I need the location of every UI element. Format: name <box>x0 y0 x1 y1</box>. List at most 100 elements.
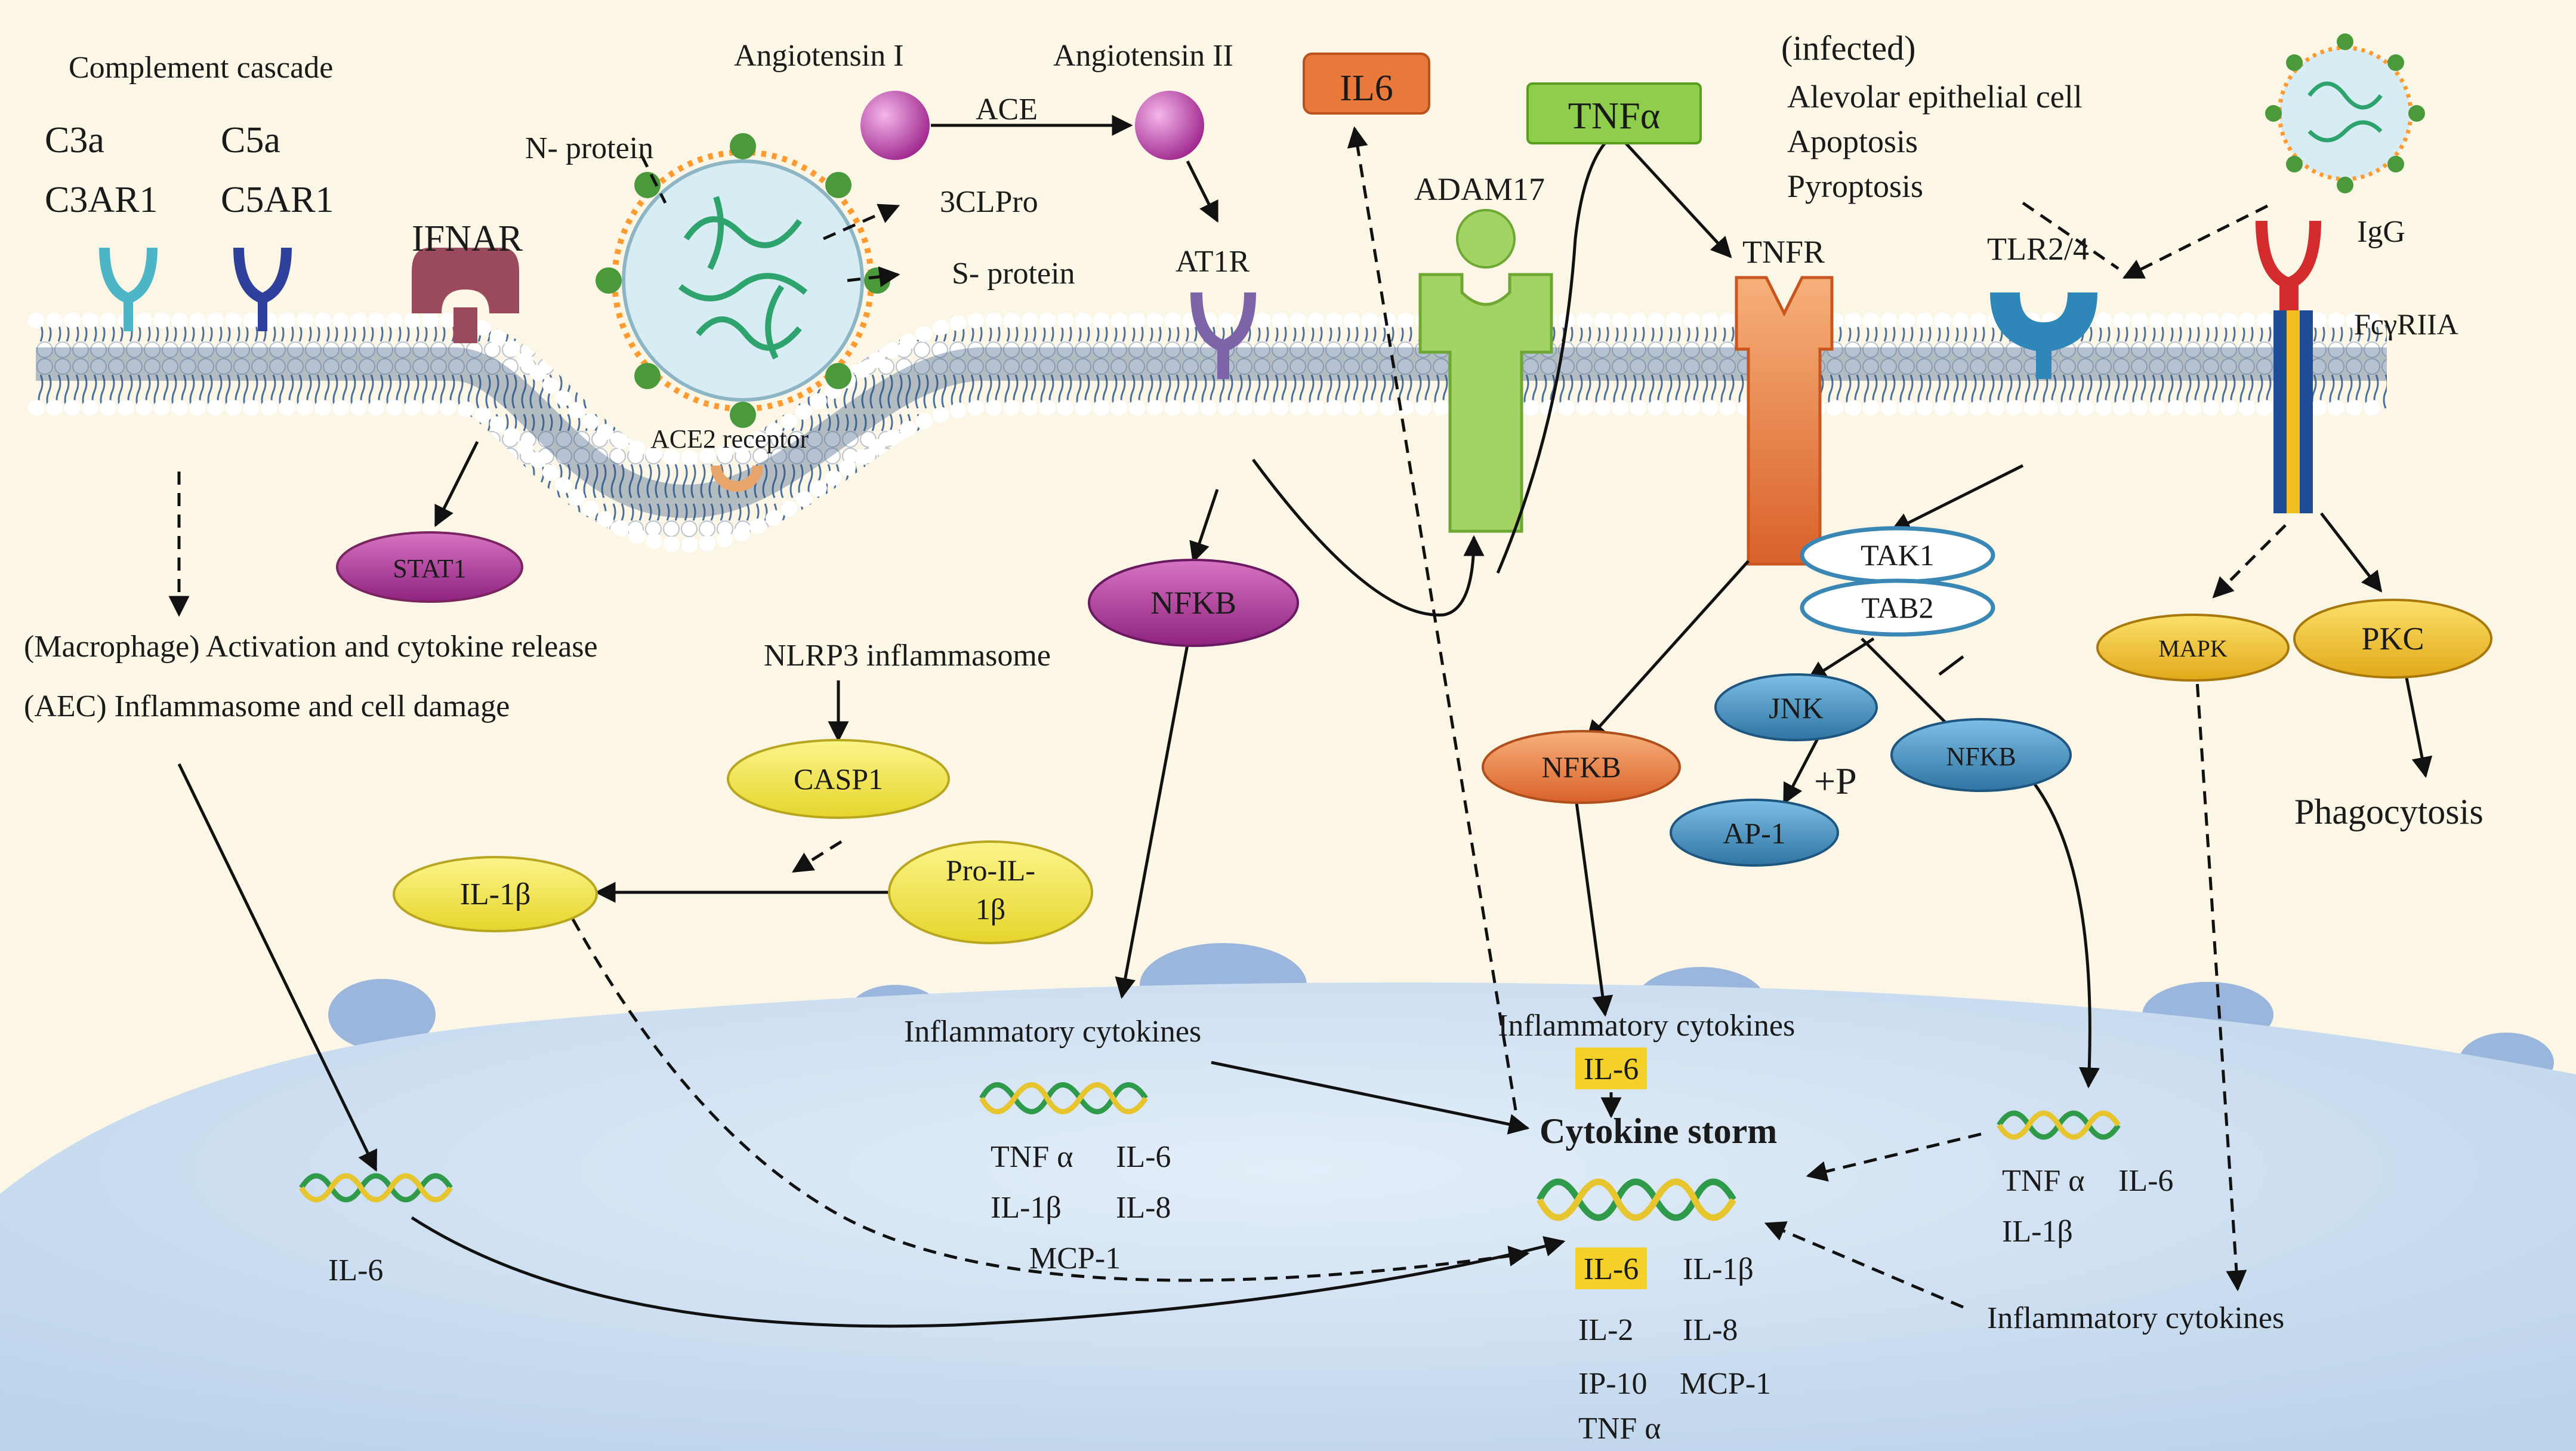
aec-inflammasome-label: (AEC) Inflammasome and cell damage <box>24 689 510 723</box>
svg-text:MAPK: MAPK <box>2158 635 2228 662</box>
storm-il8-label: IL-8 <box>1683 1313 1738 1347</box>
svg-text:PKC: PKC <box>2361 621 2424 657</box>
storm-il6-highlight <box>1575 1247 1647 1289</box>
macrophage-activation-label: (Macrophage) Activation and cytokine rel… <box>24 630 598 664</box>
svg-text:1β: 1β <box>976 892 1005 926</box>
complement-cascade-label: Complement cascade <box>69 51 333 85</box>
tab2-node: TAB2 <box>1800 578 1995 637</box>
tnfa-box: TNFα <box>1526 82 1702 144</box>
nlrp3-label: NLRP3 inflammasome <box>764 639 1051 673</box>
svg-text:TAK1: TAK1 <box>1861 538 1935 572</box>
ace2-receptor-icon <box>711 465 763 492</box>
c3ar1-label: C3AR1 <box>45 180 158 220</box>
stat1-node: STAT1 <box>336 531 523 603</box>
adam17-label: ADAM17 <box>1414 171 1545 207</box>
svg-text:NFKB: NFKB <box>1541 750 1621 784</box>
tnfr-receptor-icon <box>1735 276 1834 566</box>
at1r-label: AT1R <box>1176 245 1250 279</box>
mid-il8-label: IL-8 <box>1116 1191 1171 1225</box>
ifnar-label: IFNAR <box>412 218 523 259</box>
igg-label: IgG <box>2357 215 2405 249</box>
mid-il6-label: IL-6 <box>1116 1140 1171 1174</box>
nfkb-blue-node: NFKB <box>1890 718 2072 792</box>
il1b-node: IL-1β <box>393 856 598 932</box>
storm-il1b-label: IL-1β <box>1683 1252 1754 1286</box>
mid-il1b-label: IL-1β <box>991 1191 1062 1225</box>
angiotensin-ii-sphere <box>1135 91 1204 160</box>
pro-il1b-node: Pro-IL- 1β <box>888 840 1093 944</box>
left-il6-label: IL-6 <box>328 1253 383 1287</box>
fcyriia-label: FcγRIIA <box>2354 307 2458 341</box>
cell-membrane <box>36 319 2387 547</box>
svg-text:TAB2: TAB2 <box>1862 591 1934 624</box>
mapk-node: MAPK <box>2096 614 2290 682</box>
at1r-receptor-icon <box>1190 292 1256 379</box>
right-il1b-label: IL-1β <box>2002 1215 2073 1249</box>
svg-text:AP-1: AP-1 <box>1723 817 1786 850</box>
nucleus <box>0 943 2576 1451</box>
dashed-arrows <box>168 126 2287 1309</box>
tlr24-receptor-icon <box>1990 292 2097 379</box>
c3a-label: C3a <box>45 120 104 161</box>
svg-text:JNK: JNK <box>1769 691 1824 725</box>
dna-center-icon <box>1537 1178 1736 1221</box>
text-labels: Complement cascade C3a C3AR1 C5a C5AR1 I… <box>24 29 2484 1446</box>
fcyriia-receptor-icon <box>2256 220 2321 513</box>
svg-text:IL-1β: IL-1β <box>460 877 531 911</box>
storm-tnfa-label: TNF α <box>1578 1412 1661 1446</box>
storm-il2-label: IL-2 <box>1578 1313 1633 1347</box>
ace2-receptor-label: ACE2 receptor <box>650 424 809 454</box>
ap1-node: AP-1 <box>1670 799 1839 867</box>
il6-box: IL6 <box>1303 53 1430 115</box>
inflammatory-cytokines-center-label: Inflammatory cytokines <box>1498 1009 1795 1043</box>
storm-mcp1-label: MCP-1 <box>1680 1367 1771 1401</box>
svg-text:CASP1: CASP1 <box>794 762 883 796</box>
angiotensin-ii-label: Angiotensin II <box>1053 39 1233 73</box>
ace-label: ACE <box>976 93 1038 127</box>
c5a-label: C5a <box>221 120 280 161</box>
angiotensin-i-sphere <box>860 91 930 160</box>
pyroptosis-label: Pyroptosis <box>1787 168 1923 204</box>
dna-left-icon <box>299 1173 453 1203</box>
svg-text:Pro-IL-: Pro-IL- <box>946 854 1035 887</box>
ifnar-receptor-icon <box>412 248 519 343</box>
il6-center-top-label: IL-6 <box>1584 1052 1639 1086</box>
dna-right-icon <box>1997 1110 2121 1140</box>
pkc-node: PKC <box>2293 599 2492 679</box>
tlr24-label: TLR2/4 <box>1987 231 2089 267</box>
cytokine-storm-title: Cytokine storm <box>1540 1111 1777 1151</box>
phosphorylation-label: +P <box>1814 760 1857 802</box>
apoptosis-label: Apoptosis <box>1787 124 1918 159</box>
alveolar-cell-label: Alevolar epithelial cell <box>1787 79 2083 115</box>
il6-center-highlight <box>1575 1048 1647 1089</box>
storm-ip10-label: IP-10 <box>1578 1367 1648 1401</box>
3clpro-label: 3CLPro <box>940 185 1038 219</box>
tak1-node: TAK1 <box>1800 526 1995 584</box>
jnk-node: JNK <box>1714 673 1878 741</box>
inflammatory-cytokines-left-label: Inflammatory cytokines <box>904 1015 1201 1049</box>
svg-text:NFKB: NFKB <box>1946 742 2016 771</box>
c5ar1-label: C5AR1 <box>221 180 334 220</box>
sars-cov-2-virus-icon <box>596 133 890 428</box>
phagocytosis-label: Phagocytosis <box>2294 792 2484 831</box>
tnfr-label: TNFR <box>1742 234 1825 270</box>
inflammatory-cytokines-right-label: Inflammatory cytokines <box>1987 1301 2284 1335</box>
s-protein-label: S- protein <box>952 257 1075 291</box>
storm-il6-label: IL-6 <box>1584 1252 1639 1286</box>
nfkb-orange-node: NFKB <box>1482 730 1681 804</box>
svg-text:TNFα: TNFα <box>1568 94 1660 137</box>
infected-label: (infected) <box>1781 29 1915 67</box>
mid-mcp1-label: MCP-1 <box>1029 1241 1121 1276</box>
right-tnfa-label: TNF α <box>2002 1164 2084 1198</box>
svg-text:NFKB: NFKB <box>1150 585 1236 621</box>
sars-cov-2-virus-small-icon <box>2265 33 2425 193</box>
svg-text:STAT1: STAT1 <box>393 554 467 583</box>
casp1-node: CASP1 <box>727 739 950 819</box>
c5ar1-receptor-icon <box>233 247 292 331</box>
right-il6-label: IL-6 <box>2118 1164 2173 1198</box>
mid-tnfa-label: TNF α <box>991 1140 1073 1174</box>
nfkb-purple-node: NFKB <box>1088 559 1299 647</box>
svg-text:IL6: IL6 <box>1340 68 1393 109</box>
dna-middle-icon <box>979 1082 1148 1114</box>
